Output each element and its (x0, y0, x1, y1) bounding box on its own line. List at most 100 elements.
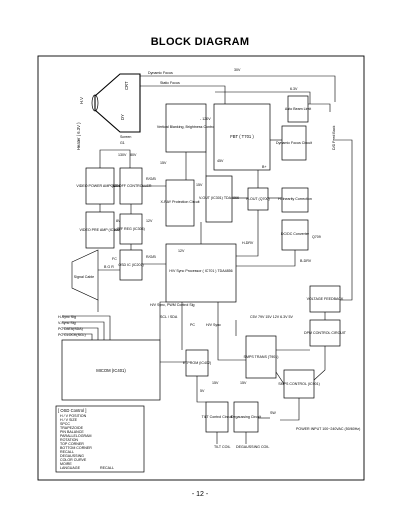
dynamic-focus-circuit-label: Dynamic Focus Circuit (276, 141, 312, 145)
degauss-15v-label: 15V (240, 381, 247, 385)
smps-trans-block (245, 335, 277, 379)
xray-label: X-RAY Protection Circuit (160, 200, 199, 204)
micom-block (61, 339, 161, 401)
voltage-feedback-label: VOLTAGE FEEDBACK (307, 297, 344, 301)
hv-sync-processor-label: H/V Sync Processor ( IC701 ) TDA4856 (169, 269, 232, 273)
osd-list-item: TRAPEZOIDE (60, 426, 84, 430)
smps-control-label: SMPS CONTROL (IC901) (278, 382, 320, 386)
video-power-amp-label: VIDEO POWER AMP (IC300) (76, 184, 123, 188)
eeprom-5v-label: 5V (200, 389, 205, 393)
degaussing-circuit-label: Degaussing Circuit (231, 415, 261, 419)
page-number: - 12 - (191, 491, 209, 498)
heater-label: Heater ( 6.3V ) (76, 122, 81, 150)
rgb1-label: R/G/B (146, 177, 156, 181)
auto-beam-label: Auto Beam Limit (285, 107, 311, 111)
osd-list-heading: [ OSD Control ] (58, 408, 86, 413)
osd-list-item: H / V POSITION (60, 414, 87, 418)
osd-list-items: H / V POSITION H / V SIZE SPCC TRAPEZOID… (60, 414, 114, 470)
tilt-coil-label: TILT COIL (214, 445, 230, 449)
crt-tube (91, 73, 141, 133)
smps-volts-label: C5V 79V 15V 12V 6.3V 5V (250, 315, 294, 319)
dcdc-block (281, 219, 309, 251)
wiring (62, 103, 353, 444)
dynamic-focus-label: Dynamic Focus (148, 71, 173, 75)
hlinearity-label: H-linearity Correction (278, 197, 312, 201)
osd-list-item: H / V SIZE (60, 418, 78, 422)
eeprom-15v-label: 15V (212, 381, 219, 385)
osd-control-list-box (55, 405, 145, 473)
power-input-label: POWER INPUT 100~240VAC (50/60Hz) (296, 427, 360, 431)
auto-beam-block (287, 95, 309, 123)
fbt-block (213, 103, 271, 171)
vertical-blanking-block (165, 103, 207, 153)
page-title: BLOCK DIAGRAM (150, 36, 250, 48)
osd-list-item: PIN BALANCE (60, 430, 84, 434)
osd-list-item: TOP CORNER (60, 442, 84, 446)
fbt-45v-label: 45V (217, 159, 224, 163)
bdrv-label: B-DRV (300, 259, 312, 263)
degaussing-coil-label: DEGAUSSING COIL (236, 445, 269, 449)
cut-off-controller-label: CUT OFF CONTROLLER (110, 184, 151, 188)
dpm-control-label: DPM CONTROL CIRCUIT (304, 331, 347, 335)
hv-sync-label: H/V Sync (206, 323, 221, 327)
dynamic-focus-circuit-block (281, 125, 307, 161)
sw-label: SW (270, 411, 276, 415)
v12-label: 12V (146, 219, 153, 223)
v15-label: 15V (160, 161, 167, 165)
osd-list-item: BOTTOM CORNER (60, 446, 92, 450)
bgr-label: B G R (104, 265, 114, 269)
hv-sync-processor-block (165, 243, 237, 303)
osd-list-item: RECALL (60, 450, 74, 454)
hv-label: H.V (79, 97, 84, 104)
v63-line (215, 91, 311, 104)
vout-label: V-OUT (IC301) TDA4866 (199, 196, 239, 200)
v8-label: 8V (116, 219, 121, 223)
diagram-frame (37, 55, 365, 481)
v80-label: 80V (130, 153, 137, 157)
hout-label: H-OUT (Q700) (246, 197, 270, 201)
dcdc-label: DC/DC Converter (281, 232, 310, 236)
hdrv-label: H-DRV (242, 241, 254, 245)
screen-label: Screen (120, 135, 131, 139)
voltage-feedback-block (309, 285, 341, 313)
xray-block (165, 179, 195, 227)
osd-list-item: SPCC (60, 422, 70, 426)
smps-trans-label: SMPS TRANS (T901) (244, 355, 279, 359)
osd-list-item: DEGAUSSING (60, 454, 84, 458)
osd-list-item: PARALLELOGRAM (60, 434, 92, 438)
static-focus-line (140, 85, 226, 104)
v63-label: 6.3V (290, 87, 298, 91)
dy-label: DY (120, 114, 125, 120)
pc-data-label: PC DATA(SDA) (58, 327, 83, 331)
signal-cable-label: Signal Cable (74, 275, 94, 279)
static-focus-label: Static Focus (160, 81, 180, 85)
v130-label: 130V (118, 153, 127, 157)
osd-list-item: COLOR CURVE (60, 458, 87, 462)
fbt-bplus-label: B+ (262, 165, 267, 169)
g1-label: G1 (120, 141, 125, 145)
pc-label: PC (190, 323, 195, 327)
micom-label: MICOM (IC401) (96, 368, 126, 373)
osd-ic-label: OSD IC (IC201) (118, 263, 143, 267)
scl-sda-label: SCL / SDA (160, 315, 178, 319)
v30-label: 30V (234, 68, 241, 72)
dynamic-focus-line (140, 75, 336, 102)
neg120-label: - 120V (200, 117, 211, 121)
hv-sync-pwm-label: H/V Sync, PWM Control Sig (150, 303, 195, 307)
hlinearity-block (281, 187, 309, 213)
osd-list-item: ROTATION (60, 438, 78, 442)
rf-reg-label: R/F REG (IC304) (117, 227, 145, 231)
fbt-label: FBT ( T701 ) (230, 134, 254, 139)
eeprom-label: ETPROM (IC402) (183, 361, 211, 365)
tilt-control-label: TILT Control Circuit (202, 415, 233, 419)
osd-list-item: RECALL (100, 466, 114, 470)
osd-list-item: LANGUAGE (60, 466, 81, 470)
v-sync-sig-label: V-Sync Sig (58, 321, 76, 325)
video-pre-amp-label: VIDEO PRE AMP (IC302) (79, 228, 120, 232)
pc-clock-label: PC CLOCK(SCL) (58, 333, 86, 337)
h-sync-sig-label: H-Sync Sig (58, 315, 76, 319)
crt-label: CRT (124, 81, 129, 90)
vertical-blanking-label: Vertical Blanking, Brightness Control (157, 125, 215, 129)
vout-block (205, 175, 233, 223)
